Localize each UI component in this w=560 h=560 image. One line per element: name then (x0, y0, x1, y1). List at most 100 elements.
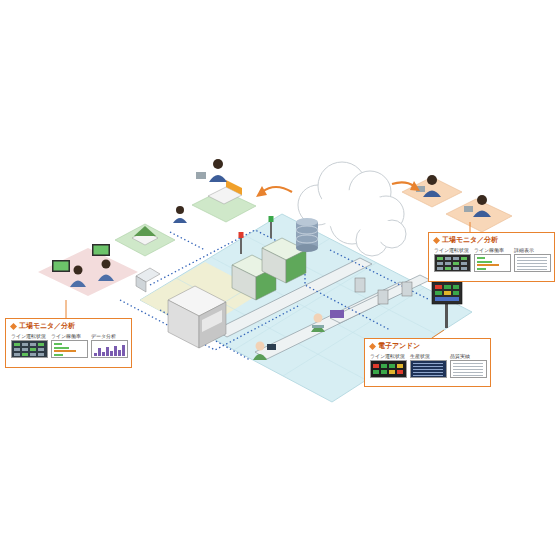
remote-office-left (134, 226, 156, 236)
factory-floor (140, 214, 472, 402)
cloud-fill (316, 190, 394, 242)
screen-detail (413, 372, 443, 373)
screen-thumbnail: 品質実績 (450, 354, 487, 378)
callout-heading: 電子アンドン (369, 342, 420, 351)
remote-office-left (226, 180, 242, 195)
screen-detail (413, 369, 443, 370)
screen-detail (477, 264, 499, 266)
andon-board (453, 291, 459, 295)
screen-detail (373, 370, 379, 374)
screen-detail (437, 257, 443, 260)
screen-detail (38, 353, 44, 356)
diamond-bullet (10, 323, 17, 330)
screen-detail (453, 366, 483, 367)
remote-office-right (423, 191, 441, 198)
cloud-arrows (392, 182, 414, 186)
screen-detail (38, 343, 44, 346)
thumbnail-caption: ライン運転状況 (434, 248, 471, 254)
database (296, 218, 318, 226)
pink-platform (38, 248, 138, 296)
thumbnail-caption: 詳細表示 (514, 248, 551, 254)
database (296, 218, 318, 252)
screen (434, 254, 471, 272)
thumbnail-caption: 品質実績 (450, 354, 487, 360)
thumbnail-caption: データ分析 (91, 334, 128, 340)
database (296, 235, 318, 243)
thumbnail-caption: 生産状況 (410, 354, 447, 360)
leader-lines (432, 330, 444, 338)
big-machine (199, 302, 226, 348)
screen (410, 360, 447, 378)
thumbnail-caption: ライン運転状況 (370, 354, 407, 360)
andon-board (453, 285, 459, 289)
andon-board (445, 302, 448, 328)
screen-detail (14, 343, 20, 346)
screen (514, 254, 551, 272)
screen-detail (22, 348, 28, 351)
diamond-bullet (369, 343, 376, 350)
screen-detail (94, 353, 97, 356)
screen-thumbnail: 詳細表示 (514, 248, 551, 272)
screen-detail (110, 351, 113, 356)
monitor-desk (52, 260, 70, 272)
workers (256, 342, 265, 351)
screen-detail (453, 372, 483, 373)
green-machine (269, 216, 274, 222)
arrow-heads (256, 181, 420, 197)
screen-detail (437, 267, 443, 270)
robots (378, 290, 388, 304)
screen-detail (453, 363, 483, 364)
cloud-arrows (262, 187, 292, 192)
screen-detail (453, 375, 483, 376)
workers (311, 326, 325, 332)
callout-box: 工場モニタ／分析ライン運転状況ライン稼働率詳細表示 (428, 232, 555, 282)
screen-detail (118, 350, 121, 356)
remote-office-left (209, 175, 227, 182)
cloud-fill (362, 218, 394, 242)
screen-detail (22, 353, 28, 356)
green-machine (232, 265, 256, 300)
workers (253, 314, 325, 361)
screen-detail (397, 370, 403, 374)
andon-board (435, 297, 459, 301)
screen-detail (437, 262, 443, 265)
remote-office-right (464, 206, 473, 212)
network-lines (150, 230, 305, 285)
screen-thumbnail: データ分析 (91, 334, 128, 358)
green-machine (286, 250, 306, 283)
remote-office-left (115, 224, 175, 256)
network-lines (170, 232, 205, 250)
screen-detail (54, 354, 63, 356)
thumbnail-caption: ライン稼働率 (51, 334, 88, 340)
remote-office-left (213, 159, 223, 169)
monitor-desk (70, 281, 86, 288)
screen-detail (445, 267, 451, 270)
remote-office-right (402, 175, 512, 232)
workers (267, 344, 276, 350)
callout-box: 電子アンドンライン運転状況生産状況品質実績 (364, 338, 491, 387)
green-machine (232, 216, 306, 300)
conveyor (330, 275, 430, 323)
screen-thumbnail: ライン運転状況 (11, 334, 48, 358)
screen-detail (461, 267, 467, 270)
cloud-arrows (262, 182, 414, 192)
diamond-bullet (10, 323, 17, 330)
callout-title: 工場モニタ／分析 (442, 236, 498, 245)
screen-detail (453, 262, 459, 265)
screen-thumbnail: ライン運転状況 (370, 354, 407, 378)
pink-platform (38, 248, 138, 296)
remote-office-left (115, 159, 256, 256)
callout-heading: 工場モニタ／分析 (10, 322, 75, 331)
diamond-bullet (433, 237, 440, 244)
callout-heading: 工場モニタ／分析 (433, 236, 498, 245)
leader-lines (66, 300, 67, 318)
screen-detail (389, 364, 395, 368)
screen-detail (445, 257, 451, 260)
screen-detail (517, 257, 547, 258)
callout-title: 工場モニタ／分析 (19, 322, 75, 331)
screen (370, 360, 407, 378)
andon-board (444, 285, 451, 289)
screen-detail (38, 348, 44, 351)
remote-office-right (427, 175, 437, 185)
factory-floor (140, 214, 472, 402)
